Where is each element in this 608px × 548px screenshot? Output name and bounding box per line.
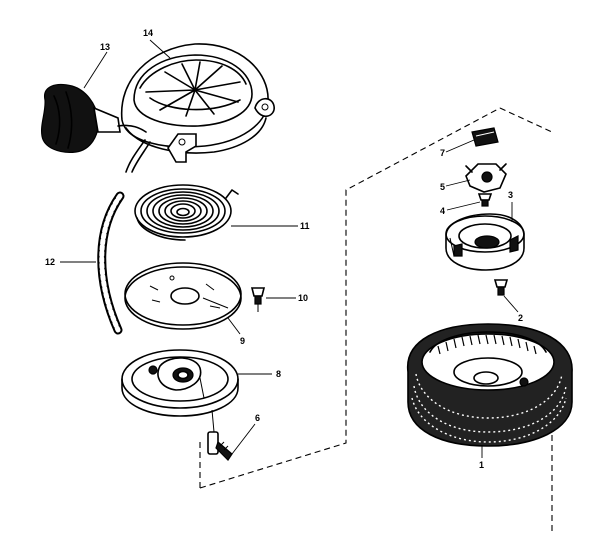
pawl-retainer (465, 163, 507, 193)
callout-2: 2 (518, 313, 523, 323)
spring-retainer-plate (124, 262, 242, 330)
flywheel (407, 323, 573, 447)
callout-13: 13 (100, 42, 110, 52)
callout-10: 10 (298, 293, 308, 303)
callout-1: 1 (479, 460, 484, 470)
retainer-screw (250, 287, 266, 312)
callout-14: 14 (143, 28, 153, 38)
callout-9: 9 (240, 336, 245, 346)
leader-lines (60, 39, 519, 458)
starter-rope (97, 191, 125, 335)
callout-4: 4 (440, 206, 445, 216)
callout-5: 5 (440, 182, 445, 192)
starter-cup (445, 213, 525, 271)
callout-6: 6 (255, 413, 260, 423)
callout-11: 11 (300, 221, 310, 231)
pulley-screw (207, 431, 233, 461)
callout-12: 12 (45, 257, 55, 267)
callout-labels: 14 13 11 12 10 9 8 6 7 5 4 3 2 1 (45, 28, 523, 470)
callout-3: 3 (508, 190, 513, 200)
starter-housing (120, 43, 275, 163)
rewind-spring (134, 184, 239, 241)
callout-8: 8 (276, 369, 281, 379)
pulley (121, 349, 239, 433)
cup-screw (493, 279, 509, 296)
pawl-screw (477, 193, 493, 207)
callout-7: 7 (440, 148, 445, 158)
friction-plate (471, 127, 499, 147)
starter-handle (40, 83, 151, 173)
